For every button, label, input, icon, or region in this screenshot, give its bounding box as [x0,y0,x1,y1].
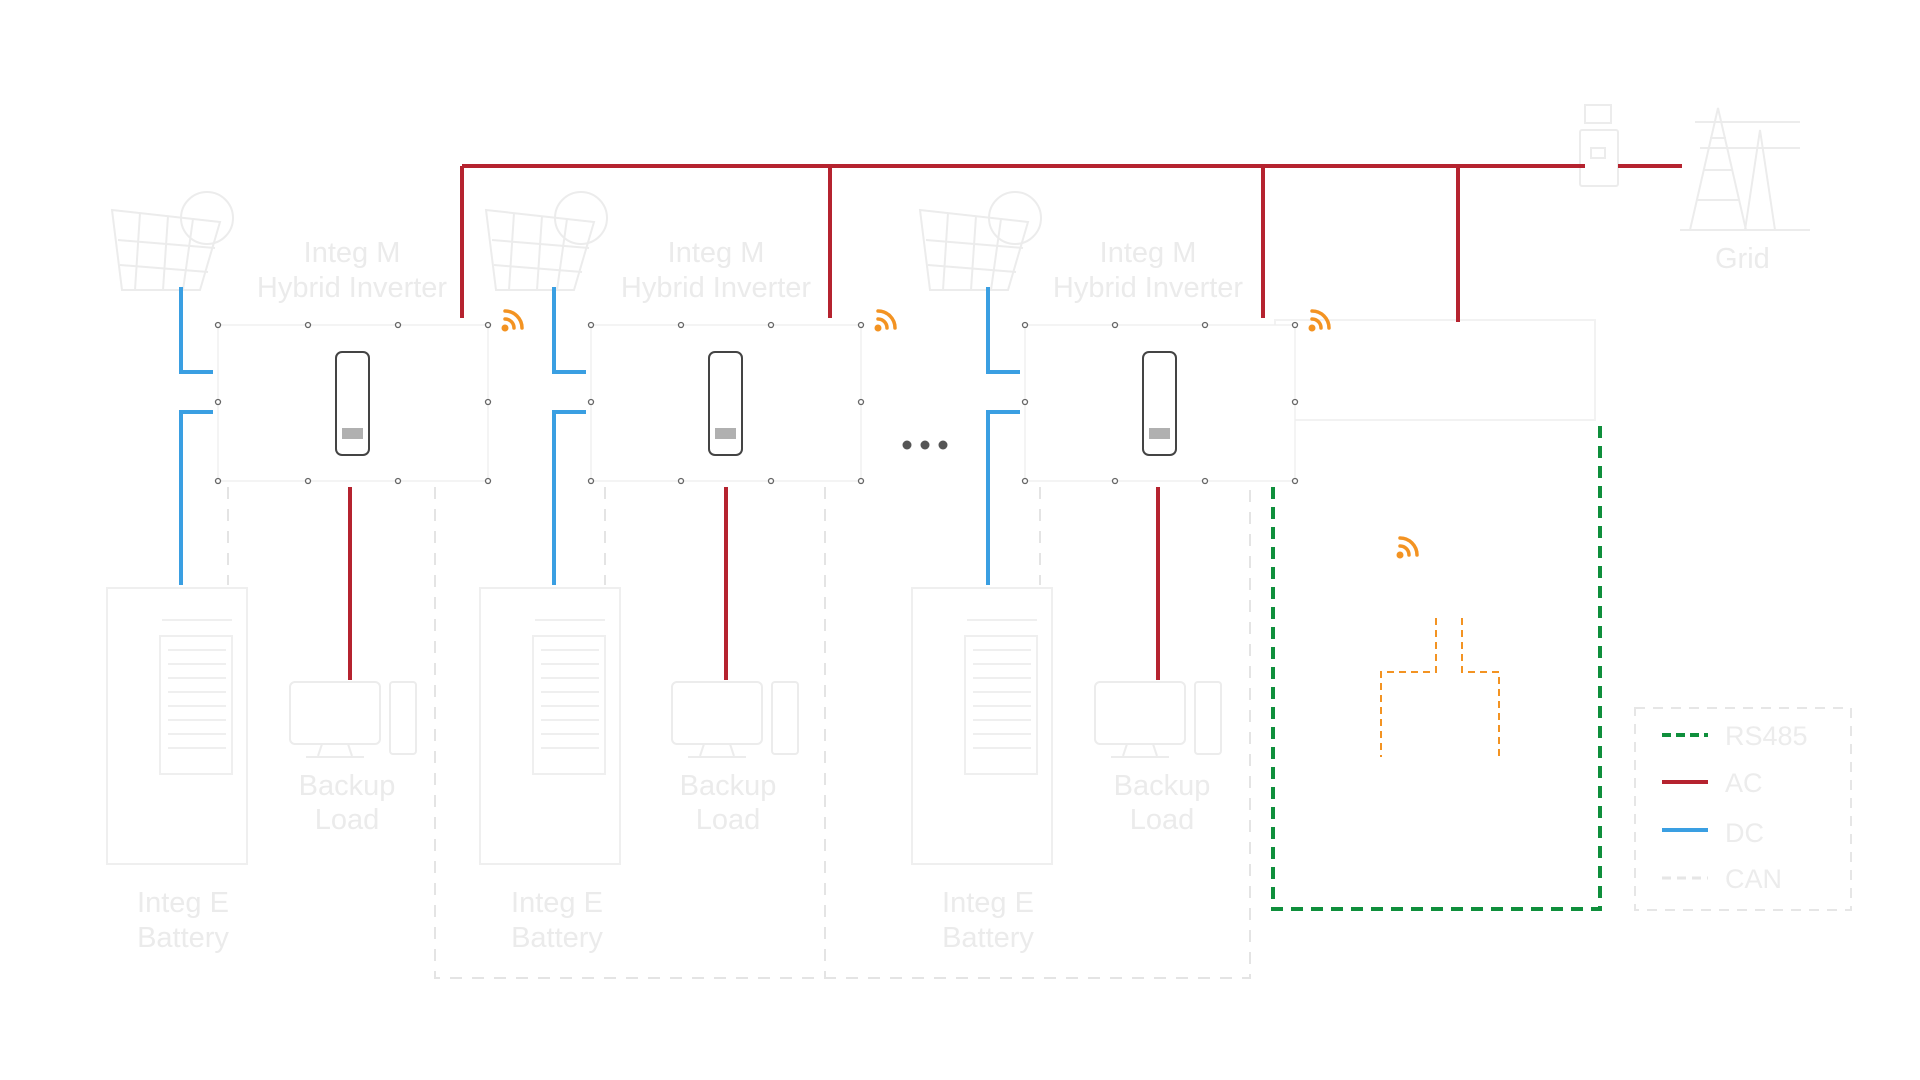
inverter-label-line2: Hybrid Inverter [1053,272,1244,304]
legend-label-dc: DC [1725,818,1764,848]
solar-panel-icon [484,191,608,291]
battery-cabinet-icon [479,587,621,865]
legend-label-can: CAN [1725,864,1782,894]
inverter-label-line1: Integ M [668,237,765,269]
meter-icon [1579,104,1619,187]
battery-label-line1: Integ E [511,887,603,919]
transmission-tower-icon [1680,107,1810,231]
load-label-line1: Backup [680,770,777,802]
solar-panel-icon [918,191,1042,291]
wifi-icon [1396,536,1419,559]
inverter-label-line1: Integ M [304,237,401,269]
legend: RS485 AC DC CAN [1634,707,1852,911]
wifi-icon [501,309,524,332]
dc-wiring [179,287,1020,585]
wifi-icon [874,309,897,332]
inverter-box [214,321,492,485]
legend-label-rs485: RS485 [1725,721,1808,751]
can-network [227,487,1251,979]
computer-icon [1094,681,1222,758]
rs485-wiring [1271,425,1602,911]
inverter-box [587,321,865,485]
battery-cabinet-icon [106,587,248,865]
load-label-line2: Load [1130,804,1195,836]
battery-label-line2: Battery [511,922,603,954]
more-units-ellipsis [902,440,948,450]
solar-panel-icon [110,191,234,291]
load-label-line2: Load [315,804,380,836]
legend-label-ac: AC [1725,768,1763,798]
computer-icon [671,681,799,758]
battery-label-line2: Battery [942,922,1034,954]
battery-label-line2: Battery [137,922,229,954]
battery-label-line1: Integ E [942,887,1034,919]
battery-cabinet-icon [911,587,1053,865]
inverter-box [1021,321,1299,485]
load-label-line1: Backup [1114,770,1211,802]
inverter-label-line1: Integ M [1100,237,1197,269]
controller-box [1274,319,1596,421]
load-label-line2: Load [696,804,761,836]
plug-icon [1380,618,1500,757]
battery-label-line1: Integ E [137,887,229,919]
inverter-label-line2: Hybrid Inverter [621,272,812,304]
grid-label: Grid [1715,243,1770,275]
inverter-label-line2: Hybrid Inverter [257,272,448,304]
ac-wiring [348,164,1682,680]
computer-icon [289,681,417,758]
load-label-line1: Backup [299,770,396,802]
wifi-icon [1308,309,1331,332]
